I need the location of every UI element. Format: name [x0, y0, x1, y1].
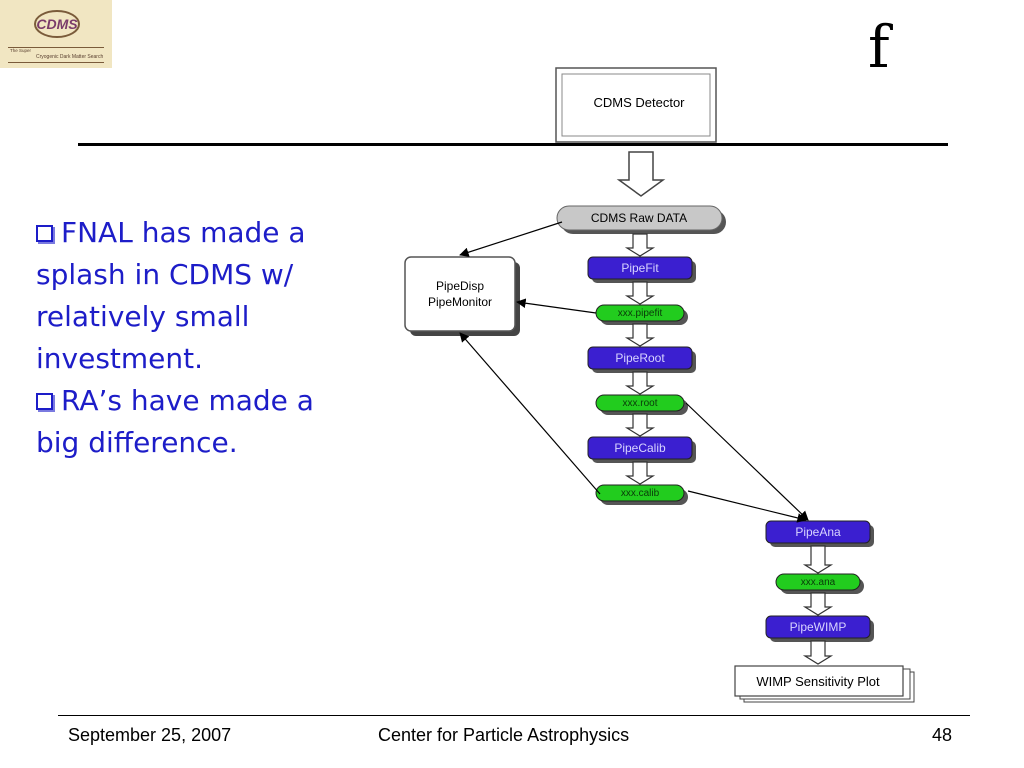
- node-label: PipeWIMP: [790, 620, 847, 634]
- raw-to-display-arrow: [459, 221, 563, 257]
- process-node: PipeCalib: [587, 436, 696, 463]
- process-node: PipeRoot: [587, 346, 696, 373]
- bullet-item: FNAL has made a splash in CDMS w/ relati…: [36, 212, 366, 380]
- node-body: [595, 394, 685, 412]
- logo-line-2: Cryogenic Dark Matter Search: [36, 54, 104, 60]
- flow-arrow-icon: [802, 592, 834, 616]
- logo-mark-text: CDMS: [36, 16, 78, 32]
- calib-to-display-arrow: [459, 332, 601, 495]
- node-body: [775, 573, 861, 591]
- data-node: xxx.root: [595, 394, 688, 415]
- detector-box: CDMS Detector: [555, 67, 717, 143]
- node-body: [587, 256, 693, 280]
- data-node: xxx.pipefit: [595, 304, 688, 325]
- node-body: [587, 346, 693, 370]
- flow-arrow-icon: [624, 281, 656, 305]
- checkbox-bullet-icon: [36, 393, 53, 410]
- connector-lines: [459, 221, 809, 523]
- logo-line-1: The Super: [10, 48, 32, 53]
- data-node: xxx.calib: [595, 484, 688, 505]
- flow-arrow-icon: [624, 233, 656, 257]
- output-node: WIMP Sensitivity Plot: [734, 665, 915, 703]
- node-body: [765, 520, 871, 544]
- checkbox-bullet-icon: [36, 225, 53, 242]
- cdms-logo-mark: CDMS: [34, 10, 80, 38]
- node-label: xxx.calib: [621, 488, 660, 499]
- flow-arrow-icon: [624, 323, 656, 347]
- raw-data-label: CDMS Raw DATA: [591, 211, 687, 225]
- node-label: xxx.pipefit: [618, 308, 663, 319]
- logo-rule-top: [8, 47, 104, 48]
- down-arrow-icon: [616, 151, 666, 197]
- flow-arrow-icon: [802, 545, 834, 574]
- node-body: [587, 436, 693, 460]
- node-label: xxx.root: [622, 398, 657, 409]
- process-node: PipeWIMP: [765, 615, 874, 642]
- node-label: PipeCalib: [614, 441, 666, 455]
- root-to-ana-arrow: [685, 402, 809, 521]
- flow-arrow-icon: [624, 461, 656, 485]
- footer-divider: [58, 715, 970, 716]
- pipefit-to-display-arrow: [516, 298, 597, 314]
- process-node: PipeFit: [587, 256, 696, 283]
- flow-arrow-icon: [802, 640, 834, 665]
- display-label-1: PipeDisp: [436, 279, 484, 293]
- node-label: xxx.ana: [801, 577, 836, 588]
- footer-date: September 25, 2007: [68, 725, 232, 745]
- node-label: PipeFit: [621, 261, 659, 275]
- node-body: [595, 484, 685, 502]
- calib-to-ana-arrow: [687, 490, 807, 523]
- flow-arrow-icon: [624, 371, 656, 395]
- bullet-item: RA’s have made a big difference.: [36, 380, 366, 464]
- data-node: xxx.ana: [775, 573, 864, 594]
- bullet-list: FNAL has made a splash in CDMS w/ relati…: [36, 212, 366, 464]
- bullet-text: RA’s have made a big difference.: [36, 384, 314, 459]
- bullet-text: FNAL has made a splash in CDMS w/ relati…: [36, 216, 306, 375]
- logo-rule-bottom: [8, 62, 104, 63]
- node-body: [765, 615, 871, 639]
- cdms-logo: CDMS The Super Cryogenic Dark Matter Sea…: [0, 0, 112, 68]
- display-monitor-box: PipeDisp PipeMonitor: [404, 256, 520, 336]
- page-number: 48: [932, 725, 953, 745]
- node-label: PipeAna: [795, 525, 841, 539]
- display-label-2: PipeMonitor: [428, 295, 492, 309]
- slide-title: f: [868, 13, 890, 81]
- node-label: PipeRoot: [615, 351, 665, 365]
- flow-arrow-icon: [624, 413, 656, 437]
- output-label: WIMP Sensitivity Plot: [756, 674, 880, 689]
- detector-label: CDMS Detector: [593, 95, 685, 110]
- process-node: PipeAna: [765, 520, 874, 547]
- raw-data-node: CDMS Raw DATA: [556, 205, 726, 234]
- footer-center: Center for Particle Astrophysics: [378, 725, 630, 745]
- title-divider: [78, 143, 948, 146]
